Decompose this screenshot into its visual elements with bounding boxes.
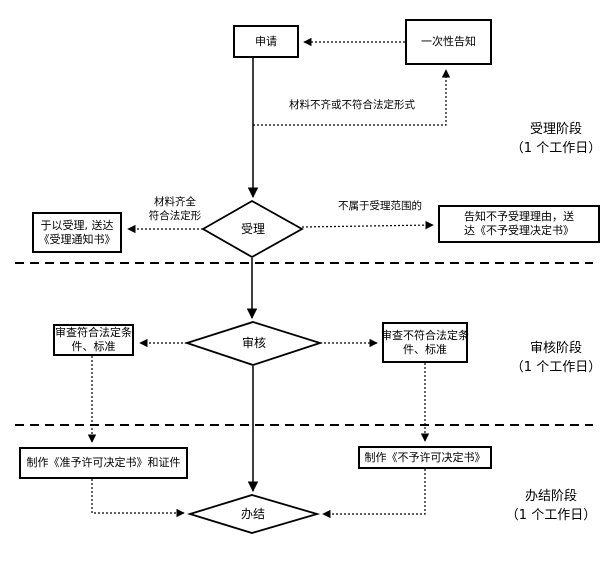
make-denial-label: 制作《不予许可决定书》 [364,450,486,464]
one-time-notice-node: 一次性告知 [405,19,492,65]
accept-notice-node: 于以受理, 送达 《受理通知书》 [32,212,122,253]
reject-notice-node: 告知不予受理理由，送 达《不予受理决定书》 [438,205,600,243]
edge-make-permit-to-complete [91,479,185,518]
complete-diamond-label: 办结 [240,507,266,521]
review-pass-node: 审查符合法定条 件、标准 [53,324,134,356]
edge-accept-to-reject-notice [301,220,434,230]
out-of-scope-label: 不属于受理范围的 [338,200,422,212]
accept-notice-line2: 《受理通知书》 [38,232,116,246]
apply-label: 申请 [255,34,277,48]
accept-notice-line1: 于以受理, 送达 [40,218,114,232]
make-permit-node: 制作《准予许可决定书》和证件 [19,447,188,479]
apply-node: 申请 [233,25,299,58]
reject-notice-line2: 达《不予受理决定书》 [464,224,574,237]
review-fail-node: 审查不符合法定条 件、标准 [381,322,469,363]
make-denial-node: 制作《不予许可决定书》 [358,446,492,469]
accept-diamond-shape [201,199,304,259]
accept-stage-label: 受理阶段 （1 个工作日） [510,122,602,156]
review-fail-line2: 件、标准 [403,342,447,356]
review-diamond-shape [184,321,323,366]
review-diamond-label: 审核 [241,336,267,350]
review-fail-line1: 审查不符合法定条 [381,328,469,342]
materials-complete-label: 材料齐全 符合法定形 [148,196,202,222]
accept-diamond-label: 受理 [240,222,266,236]
review-pass-line1: 审查符合法定条 [55,326,132,339]
materials-incomplete-label: 材料不齐或不符合法定形式 [289,99,415,111]
reject-notice-line1: 告知不予受理理由，送 [464,210,574,223]
review-pass-line2: 件、标准 [71,340,116,353]
review-stage-label: 审核阶段 （1 个工作日） [510,341,602,375]
complete-diamond-shape [186,494,321,534]
edge-make-denial-to-complete [322,469,426,519]
one-time-notice-label: 一次性告知 [421,35,476,48]
make-permit-label: 制作《准予许可决定书》和证件 [26,456,181,469]
complete-stage-label: 办结阶段 （1 个工作日） [505,489,597,523]
edge-incomplete-feedback [253,69,451,126]
